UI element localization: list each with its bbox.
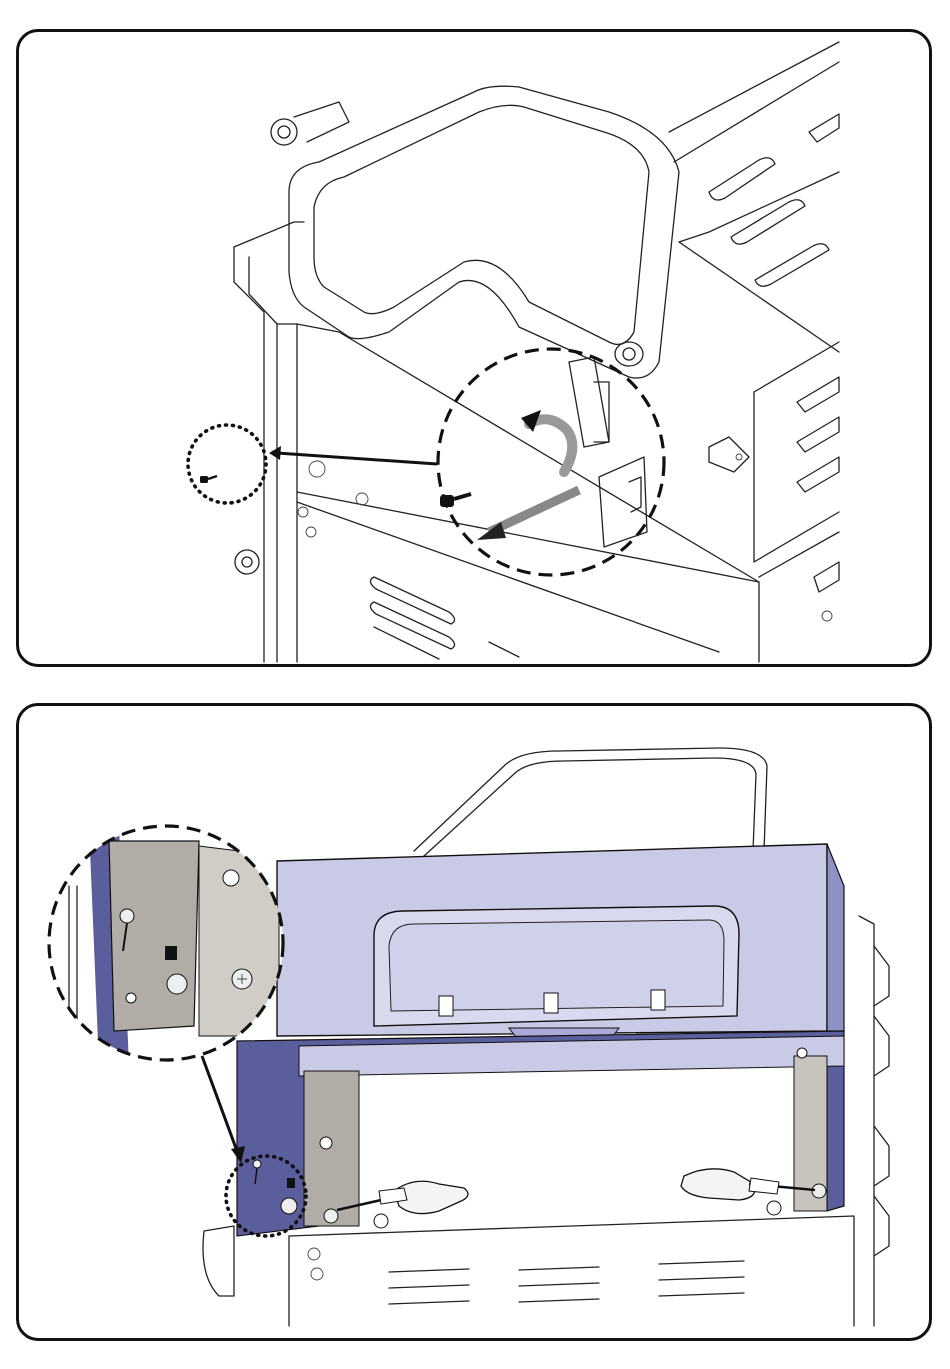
step-1-illustration [19,32,932,667]
curved-arrow-icon [521,410,572,472]
hinge-bracket [569,357,749,472]
grill-frame [237,1031,844,1236]
lid-handle [414,748,767,856]
straight-arrow-icon [477,490,579,540]
screw-location-callout [188,425,266,503]
zoom-detail-contents [594,382,647,547]
leader-arrow [269,446,437,464]
grill-body [234,42,839,662]
step-2-illustration [19,706,932,1341]
step-2-panel [16,703,932,1341]
screw-icon [440,494,471,507]
step-1-panel [16,29,932,667]
screw-icon [200,476,217,483]
bracket-zoom-detail [49,826,289,1066]
lid-handle [235,86,679,574]
front-vents [370,577,519,659]
control-panel [277,844,844,1041]
